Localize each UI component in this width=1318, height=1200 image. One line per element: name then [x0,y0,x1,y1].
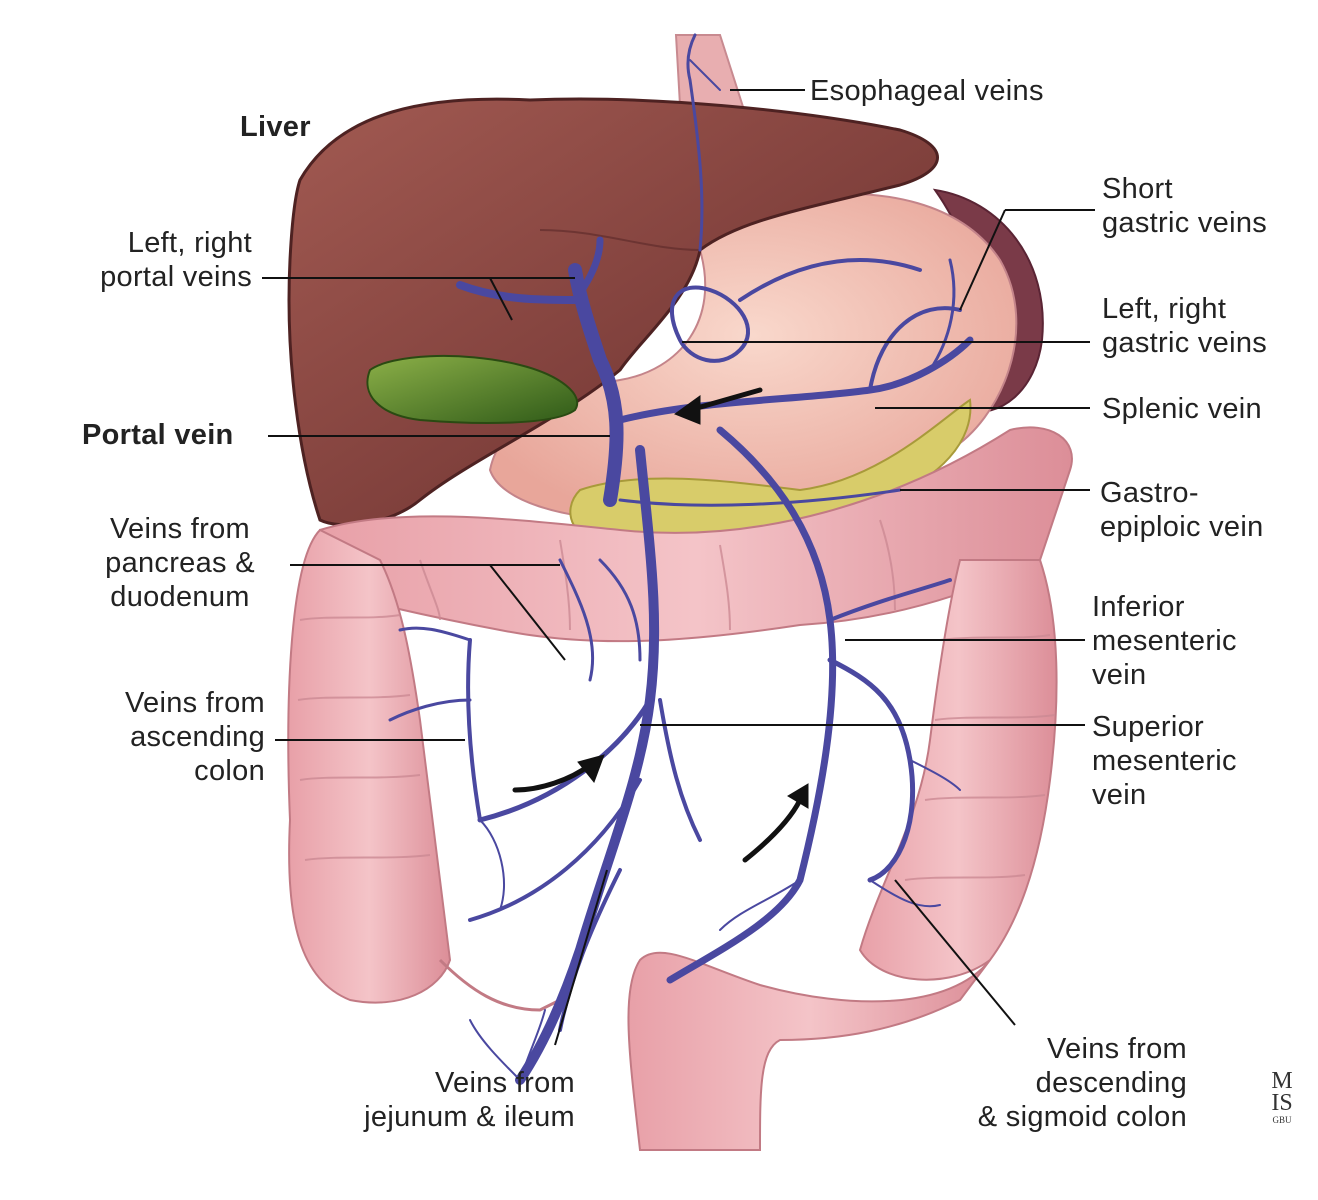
label-inferior-mesenteric-vein: Inferior mesenteric vein [1092,591,1237,691]
leader-lines [262,89,1095,1046]
label-portal-vein: Portal vein [82,419,234,451]
label-veins-from-ascending-colon: Veins from ascending colon [125,687,265,787]
flow-arrows [512,387,809,863]
label-splenic-vein: Splenic vein [1102,393,1262,425]
artist-signature: M IS GBU [1271,1068,1293,1125]
label-veins-from-descending-sigmoid-colon: Veins from descending & sigmoid colon [977,1033,1187,1133]
label-veins-from-jejunum-ileum: Veins from jejunum & ileum [364,1067,575,1133]
gallbladder [366,354,578,424]
label-left-right-gastric-veins: Left, right gastric veins [1102,293,1268,359]
label-short-gastric-veins: Short gastric veins [1102,173,1268,239]
label-esophageal-veins: Esophageal veins [810,75,1044,107]
label-veins-from-pancreas-duodenum: Veins from pancreas & duodenum [105,513,255,613]
label-liver: Liver [240,111,311,143]
sigmoid-colon [627,951,991,1151]
label-left-right-portal-veins: Left, right portal veins [100,227,252,293]
descending-colon [858,559,1058,981]
label-gastroepiploic-vein: Gastro- epiploic vein [1100,477,1264,543]
ascending-colon [287,528,452,1004]
label-superior-mesenteric-vein: Superior mesenteric vein [1092,711,1237,811]
vein-network [388,33,974,1085]
